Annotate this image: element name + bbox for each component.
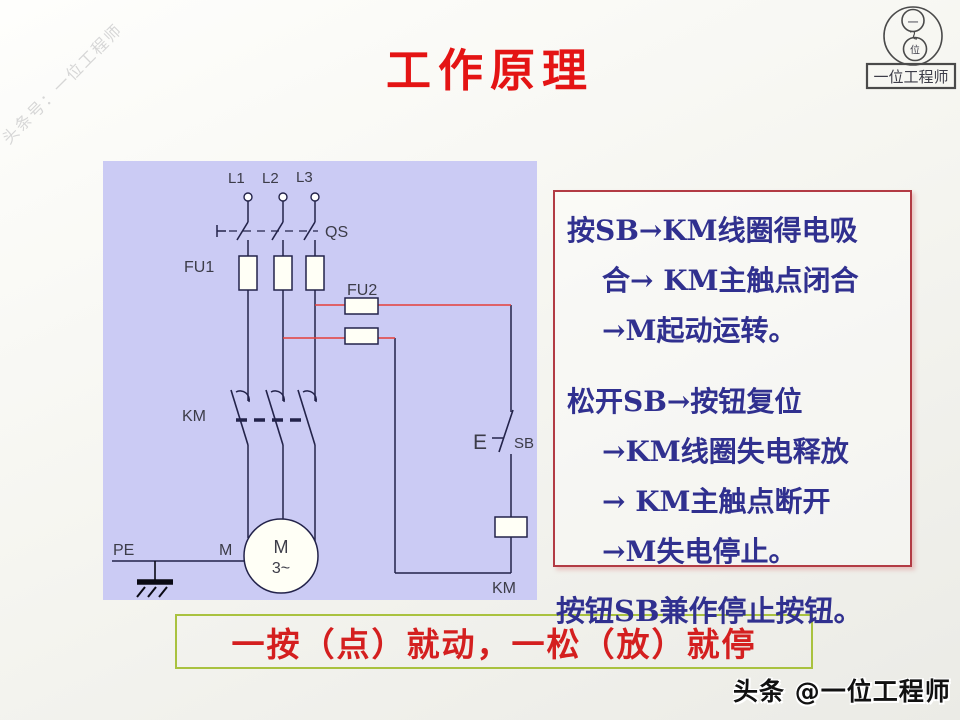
label-l1: L1 [228, 170, 245, 187]
label-km-main: KM [182, 408, 206, 425]
logo-box [865, 62, 957, 90]
diagram-labels: L1 L2 L3 QS FU1 FU2 KM PE M SB KM [113, 169, 534, 597]
motor-phase-label: 3~ [272, 560, 290, 577]
sb-button [492, 409, 514, 453]
label-qs: QS [325, 224, 348, 241]
label-km-coil: KM [492, 580, 516, 597]
explanation-line: 合→ KM主触点闭合 [602, 264, 859, 297]
qs-switch [216, 221, 318, 241]
label-l2: L2 [262, 170, 279, 187]
note-text: 按钮SB兼作停止按钮。 [556, 594, 863, 628]
power-wires [112, 201, 512, 574]
watermark-text: 头条号：一位工程师 [0, 19, 127, 148]
explanation-line: 按SB→KM线圈得电吸 [567, 214, 858, 247]
ground-symbol [136, 561, 173, 598]
logo-top-char: 一 [908, 17, 919, 29]
fu1-fuses [238, 255, 325, 291]
label-sb: SB [514, 435, 534, 452]
circuit-diagram: M 3~ E L1 L2 L3 QS FU1 FU2 KM PE M SB KM [103, 161, 537, 604]
motor: M 3~ [243, 518, 319, 594]
diagram-background [103, 161, 537, 600]
brand-logo: 一 位 一位工程师 [860, 2, 960, 98]
explanation-line: →KM线圈失电释放 [602, 435, 849, 468]
label-pe: PE [113, 542, 134, 559]
footer-credit: 头条 @一位工程师 [733, 677, 951, 706]
label-l3: L3 [296, 169, 313, 186]
label-fu2: FU2 [347, 282, 377, 299]
fu2-fuses [344, 297, 379, 345]
explanation-line: →M失电停止。 [602, 535, 797, 568]
explanation-line: → KM主触点断开 [602, 485, 831, 518]
label-m-terminal: M [219, 542, 232, 559]
motor-label: M [274, 537, 289, 557]
summary-banner: 一按（点）就动，一松（放）就停 [175, 614, 813, 669]
km-main-contacts [230, 389, 317, 446]
explanation-box: 按SB→KM线圈得电吸 合→ KM主触点闭合 →M起动运转。 松开SB→按钮复位… [553, 190, 912, 568]
label-fu1: FU1 [184, 259, 214, 276]
explanation-line: →M起动运转。 [602, 314, 797, 347]
logo-box-label: 一位工程师 [873, 68, 948, 86]
page-title: 工作原理 [385, 44, 594, 97]
explanation-line: 松开SB→按钮复位 [567, 385, 803, 418]
line-terminals [243, 192, 320, 202]
sb-actuator-label: E [473, 431, 487, 454]
km-coil [494, 516, 528, 538]
logo-bottom-char: 位 [910, 44, 920, 57]
summary-banner-text: 一按（点）就动，一松（放）就停 [231, 624, 757, 664]
